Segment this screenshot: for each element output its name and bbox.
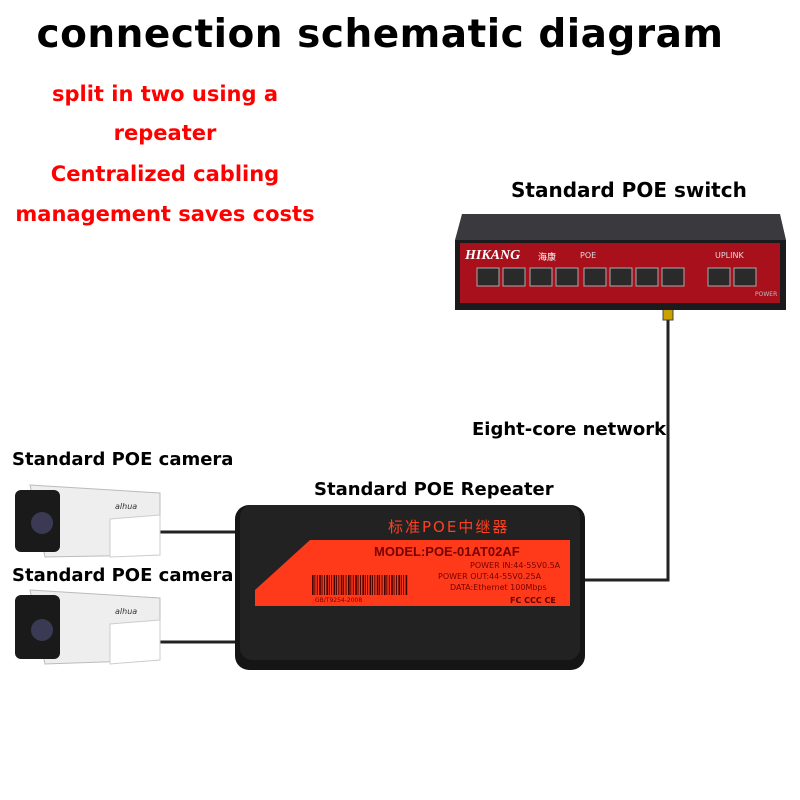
- barcode-bar: [355, 575, 357, 595]
- camera-1: alhua: [15, 484, 161, 558]
- switch-port-3: [529, 267, 553, 287]
- switch-port-5: [583, 267, 607, 287]
- switch-port-1: [476, 267, 500, 287]
- switch-power-label: POWER: [755, 291, 778, 298]
- switch-port-9: [707, 267, 731, 287]
- network-cable: [575, 312, 670, 582]
- barcode-bar: [374, 575, 376, 595]
- repeater-power-in: POWER IN:44-55V0.5A: [470, 561, 561, 570]
- barcode-bar: [400, 575, 402, 595]
- barcode-bar: [324, 575, 325, 595]
- barcode-bar: [314, 575, 316, 595]
- barcode-bar: [350, 575, 352, 595]
- diagram-title: connection schematic diagram: [36, 12, 724, 57]
- switch-port-10: [733, 267, 757, 287]
- barcode-bar: [352, 575, 354, 595]
- note-line-4: management saves costs: [15, 202, 315, 226]
- barcode-bar: [393, 575, 395, 595]
- barcode-bar: [326, 575, 328, 595]
- barcode-bar: [386, 575, 388, 595]
- barcode-bar: [403, 575, 405, 595]
- repeater-model: MODEL:POE-01AT02AF: [374, 544, 520, 559]
- svg-text:alhua: alhua: [115, 607, 137, 616]
- barcode: [312, 575, 408, 595]
- barcode-bar: [343, 575, 345, 595]
- barcode-bar: [381, 575, 383, 595]
- barcode-bar: [316, 575, 318, 595]
- barcode-bar: [321, 575, 323, 595]
- repeater-title: 标准POE中继器: [388, 518, 510, 536]
- barcode-bar: [340, 575, 343, 595]
- barcode-bar: [388, 575, 390, 595]
- note-line-3: Centralized cabling: [50, 162, 280, 186]
- barcode-bar: [405, 575, 408, 595]
- barcode-bar: [345, 575, 347, 595]
- repeater-name-label: Standard POE Repeater: [314, 479, 554, 500]
- switch-port-7: [635, 267, 659, 287]
- barcode-bar: [372, 575, 373, 595]
- barcode-bar: [348, 575, 350, 595]
- switch-port-2: [502, 267, 526, 287]
- switch-poe-label: POE: [580, 251, 597, 260]
- switch-port-6: [609, 267, 633, 287]
- barcode-bar: [338, 575, 340, 595]
- camera-2-label: Standard POE camera: [12, 565, 234, 586]
- barcode-bar: [357, 575, 359, 595]
- barcode-bar: [331, 575, 333, 595]
- barcode-bar: [369, 575, 372, 595]
- barcode-bar: [379, 575, 381, 595]
- barcode-bar: [364, 575, 366, 595]
- barcode-bar: [391, 575, 393, 595]
- switch-brand: HIKANG: [465, 248, 521, 263]
- barcode-bar: [398, 575, 400, 595]
- barcode-bar: [367, 575, 369, 595]
- barcode-bar: [312, 575, 314, 595]
- barcode-bar: [328, 575, 330, 595]
- switch-brand-cn: 海康: [538, 253, 557, 263]
- barcode-bar: [319, 575, 321, 595]
- note-line-2: repeater: [113, 121, 217, 145]
- barcode-bar: [384, 575, 386, 595]
- poe-switch: [455, 214, 786, 310]
- switch-uplink-label: UPLINK: [715, 251, 744, 260]
- repeater-standard: GB/T9254-2008: [315, 597, 363, 604]
- note-line-1: split in two using a: [51, 82, 279, 106]
- barcode-bar: [376, 575, 379, 595]
- barcode-bar: [336, 575, 337, 595]
- barcode-bar: [333, 575, 336, 595]
- repeater-power-out: POWER OUT:44-55V0.25A: [438, 572, 542, 581]
- camera-2: alhua: [15, 589, 161, 665]
- barcode-bar: [362, 575, 364, 595]
- svg-text:alhua: alhua: [115, 502, 137, 511]
- repeater-data: DATA:Ethernet 100Mbps: [450, 583, 547, 592]
- cable-label: Eight-core network: [472, 419, 667, 440]
- repeater-certs: FC CCC CE: [510, 596, 556, 605]
- camera-1-label: Standard POE camera: [12, 449, 234, 470]
- switch-label: Standard POE switch: [511, 178, 747, 202]
- switch-port-4: [555, 267, 579, 287]
- barcode-bar: [360, 575, 361, 595]
- poe-repeater: [235, 505, 585, 670]
- barcode-bar: [396, 575, 397, 595]
- switch-port-8: [661, 267, 685, 287]
